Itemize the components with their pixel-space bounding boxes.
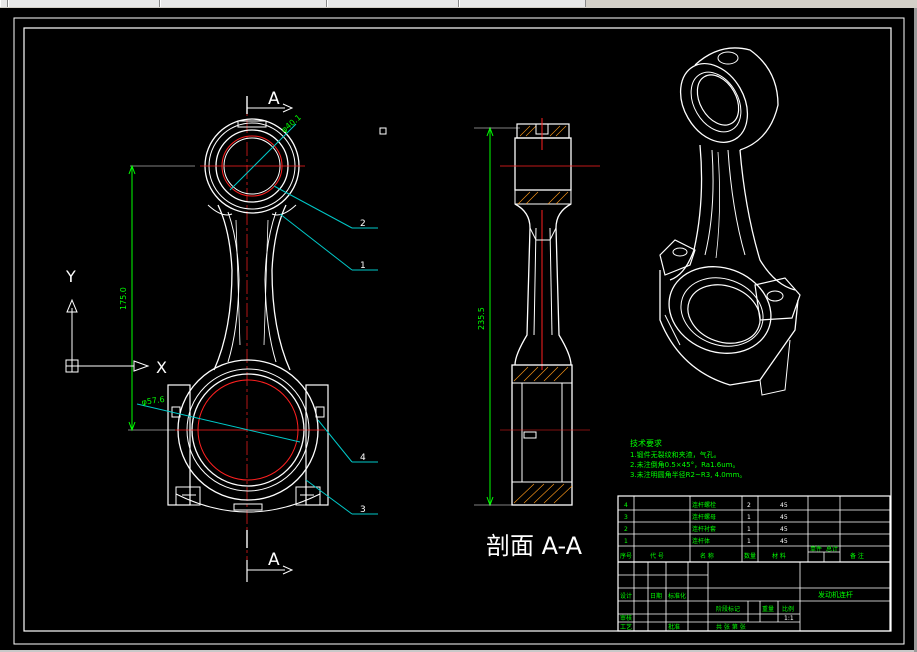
header-code: 代 号 (650, 552, 664, 560)
header-unit: 单件 (810, 545, 822, 553)
vertical-scrollbar[interactable] (914, 8, 917, 652)
header-no: 序号 (620, 552, 632, 560)
drawing-svg: A A φ40.1 (13, 17, 905, 645)
part-mat-1: 45 (780, 538, 788, 545)
part-name-2: 连杆衬套 (692, 525, 716, 533)
balloon-3: 3 (360, 505, 366, 515)
cad-drawing-canvas[interactable]: A A φ40.1 (0, 8, 914, 650)
drawing-name: 发动机连杆 (818, 590, 853, 599)
part-no-4: 4 (624, 502, 628, 509)
part-qty-4: 2 (747, 502, 751, 509)
label-sheet: 共 张 第 张 (716, 623, 746, 631)
part-qty-3: 1 (747, 514, 751, 521)
scale-value: 1:1 (784, 615, 794, 622)
dim-small-end: φ40.1 (280, 113, 303, 135)
section-marker-bottom: A (246, 530, 294, 582)
ucs-y-label: Y (65, 267, 76, 286)
part-mat-4: 45 (780, 502, 788, 509)
document-tab-bar (0, 0, 917, 8)
balloon-1: 1 (360, 261, 366, 271)
part-name-1: 连杆体 (692, 537, 710, 545)
section-caption: 剖面 A-A (486, 532, 583, 560)
notes-line-1: 1.锻件无裂纹和夹渣，气孔。 (630, 450, 721, 459)
part-name-3: 连杆螺母 (692, 513, 716, 521)
document-tab-2[interactable] (8, 0, 160, 7)
isometric-view (659, 47, 801, 396)
dim-big-end: φ57.6 (141, 395, 165, 407)
part-qty-1: 1 (747, 538, 751, 545)
label-design: 设计 (620, 592, 632, 600)
label-check: 审核 (620, 614, 632, 622)
label-date: 日期 (650, 592, 662, 600)
document-tab-4[interactable] (327, 0, 459, 7)
notes-line-2: 2.未注倒角0.5×45°，Ra1.6um。 (630, 460, 739, 469)
technical-notes: 技术要求 1.锻件无裂纹和夹渣，气孔。 2.未注倒角0.5×45°，Ra1.6u… (630, 438, 746, 479)
header-total: 总计 (826, 545, 838, 553)
document-tab-1[interactable] (0, 0, 8, 7)
section-mark-a-top: A (268, 89, 280, 109)
header-name: 名 称 (700, 552, 714, 560)
header-material: 材 料 (772, 552, 786, 560)
section-view: 235.5 (474, 118, 600, 560)
notes-title: 技术要求 (630, 438, 662, 448)
part-no-3: 3 (624, 514, 628, 521)
label-scale: 比例 (782, 605, 794, 613)
section-marker-top: A (246, 89, 294, 114)
part-no-2: 2 (624, 526, 628, 533)
pick-box (379, 127, 387, 135)
notes-line-3: 3.未注明圆角半径R2~R3, 4.0mm。 (630, 470, 746, 479)
header-qty: 数量 (744, 552, 756, 560)
label-std: 标准化 (668, 592, 686, 600)
part-name-4: 连杆螺栓 (692, 501, 716, 509)
section-mark-a-bottom: A (268, 550, 280, 570)
label-weight: 重量 (762, 605, 774, 613)
document-tab-3[interactable] (160, 0, 327, 7)
front-view: A A φ40.1 (119, 89, 378, 582)
ucs-axis-icon: Y X (65, 267, 167, 377)
part-qty-2: 1 (747, 526, 751, 533)
balloon-4: 4 (360, 453, 366, 463)
part-no-1: 1 (624, 538, 628, 545)
header-remark: 备 注 (850, 552, 864, 560)
ucs-x-label: X (156, 358, 167, 377)
title-block: 4 连杆螺栓 2 45 3 连杆螺母 1 45 2 连杆衬套 1 45 1 连杆… (617, 495, 891, 632)
inner-border (23, 27, 892, 632)
label-craft: 工艺 (620, 623, 632, 631)
part-mat-2: 45 (780, 526, 788, 533)
outer-border (13, 17, 905, 645)
part-mat-3: 45 (780, 514, 788, 521)
dim-center-distance: 175.0 (119, 287, 128, 310)
label-approve: 批准 (668, 623, 680, 631)
balloon-2: 2 (360, 219, 366, 229)
document-tab-5[interactable] (459, 0, 586, 7)
label-stage: 阶段标记 (716, 605, 740, 613)
dim-overall-height: 235.5 (477, 307, 486, 330)
